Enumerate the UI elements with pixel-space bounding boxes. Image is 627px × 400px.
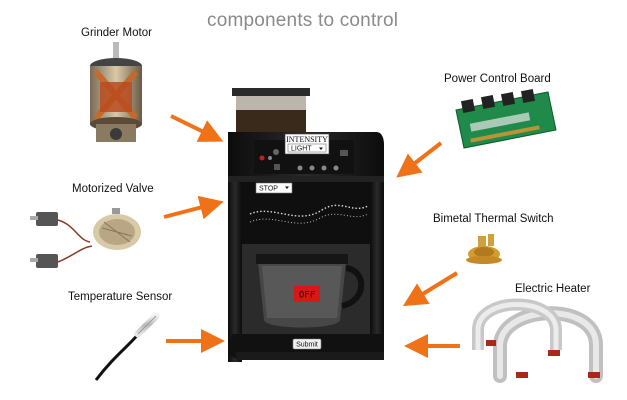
- submit-button-label: Submit: [296, 342, 318, 349]
- grinder-motor-image: [90, 42, 142, 142]
- bimetal-thermal-switch-image: [466, 234, 502, 264]
- temperature-sensor-image: [96, 316, 156, 380]
- intensity-label: INTENSITY: [286, 135, 328, 144]
- status-display-value: OFF: [299, 291, 315, 301]
- arrow-power-control-board: [401, 143, 441, 174]
- arrow-motorized-valve: [164, 203, 218, 217]
- arrow-bimetal-thermal-switch: [408, 273, 457, 303]
- power-control-board-image: [456, 89, 556, 148]
- coffee-machine: INTENSITY LIGHT STOP OFF Submit: [228, 88, 384, 362]
- intensity-select-value: LIGHT: [291, 146, 312, 153]
- electric-heater-image: [478, 305, 600, 379]
- motorized-valve-image: [30, 208, 141, 268]
- arrow-grinder-motor: [171, 116, 218, 139]
- mode-select-value: STOP: [259, 186, 278, 193]
